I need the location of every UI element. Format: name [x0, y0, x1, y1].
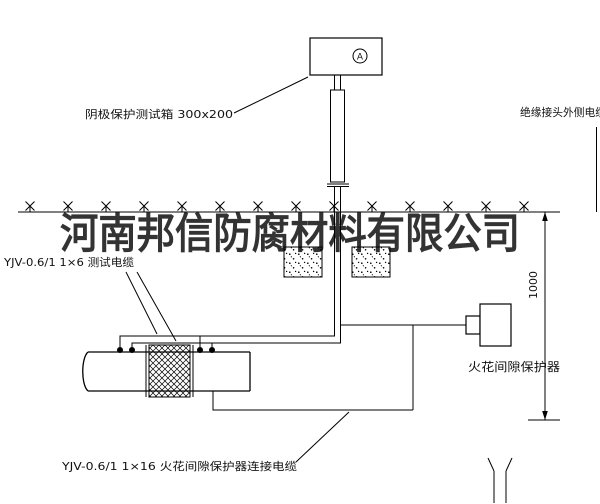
test-cable-run-2	[131, 187, 341, 350]
test-box-assembly: A	[309, 37, 383, 187]
test-cable-leader-1	[125, 271, 158, 335]
test-cable-run-1	[119, 187, 335, 350]
cable-casing	[330, 89, 345, 183]
weld-dot	[129, 347, 135, 353]
dimension-arrow-bottom	[542, 411, 548, 420]
test-cable-leader-2	[136, 271, 177, 342]
dimension-arrow-top	[542, 212, 548, 221]
spark-gap-cable-label: YJV-0.6/1 1×16 火花间隙保护器连接电缆	[61, 459, 297, 473]
insulating-joint	[148, 344, 191, 398]
riser-lines	[487, 457, 513, 503]
spark-gap-body	[479, 303, 512, 347]
test-box-leader	[233, 76, 309, 114]
test-box	[309, 37, 383, 76]
meter-letter: A	[357, 53, 364, 63]
dimension-value: 1000	[527, 271, 540, 299]
spark-gap-protector	[465, 303, 512, 347]
cable-runs	[119, 187, 466, 411]
spark-gap-cable-leader	[295, 411, 350, 463]
concrete-block-right	[351, 246, 391, 278]
test-box-label: 阴极保护测试箱 300x200	[85, 107, 233, 121]
pipe-left-cap	[82, 351, 89, 392]
pipe-assembly	[82, 344, 251, 398]
concrete-block-left	[283, 246, 323, 278]
spark-gap-plug	[465, 315, 481, 335]
weld-dot	[209, 347, 215, 353]
concrete-blocks	[283, 246, 391, 278]
spark-gap-label: 火花间隙保护器	[468, 359, 560, 374]
dimension-1000: 1000	[527, 212, 560, 421]
meter-symbol	[352, 48, 368, 64]
box-stem	[334, 75, 341, 90]
riser-symbol	[487, 457, 513, 503]
ground-surface	[18, 201, 560, 213]
outer-cable-label: 绝缘接头外侧电缆	[520, 105, 600, 119]
casing-coupling	[327, 183, 349, 187]
spark-gap-cable-bottom	[212, 391, 413, 411]
test-cable-label: YJV-0.6/1 1×6 测试电缆	[3, 256, 134, 269]
weld-dot	[197, 347, 203, 353]
weld-dot	[117, 347, 123, 353]
